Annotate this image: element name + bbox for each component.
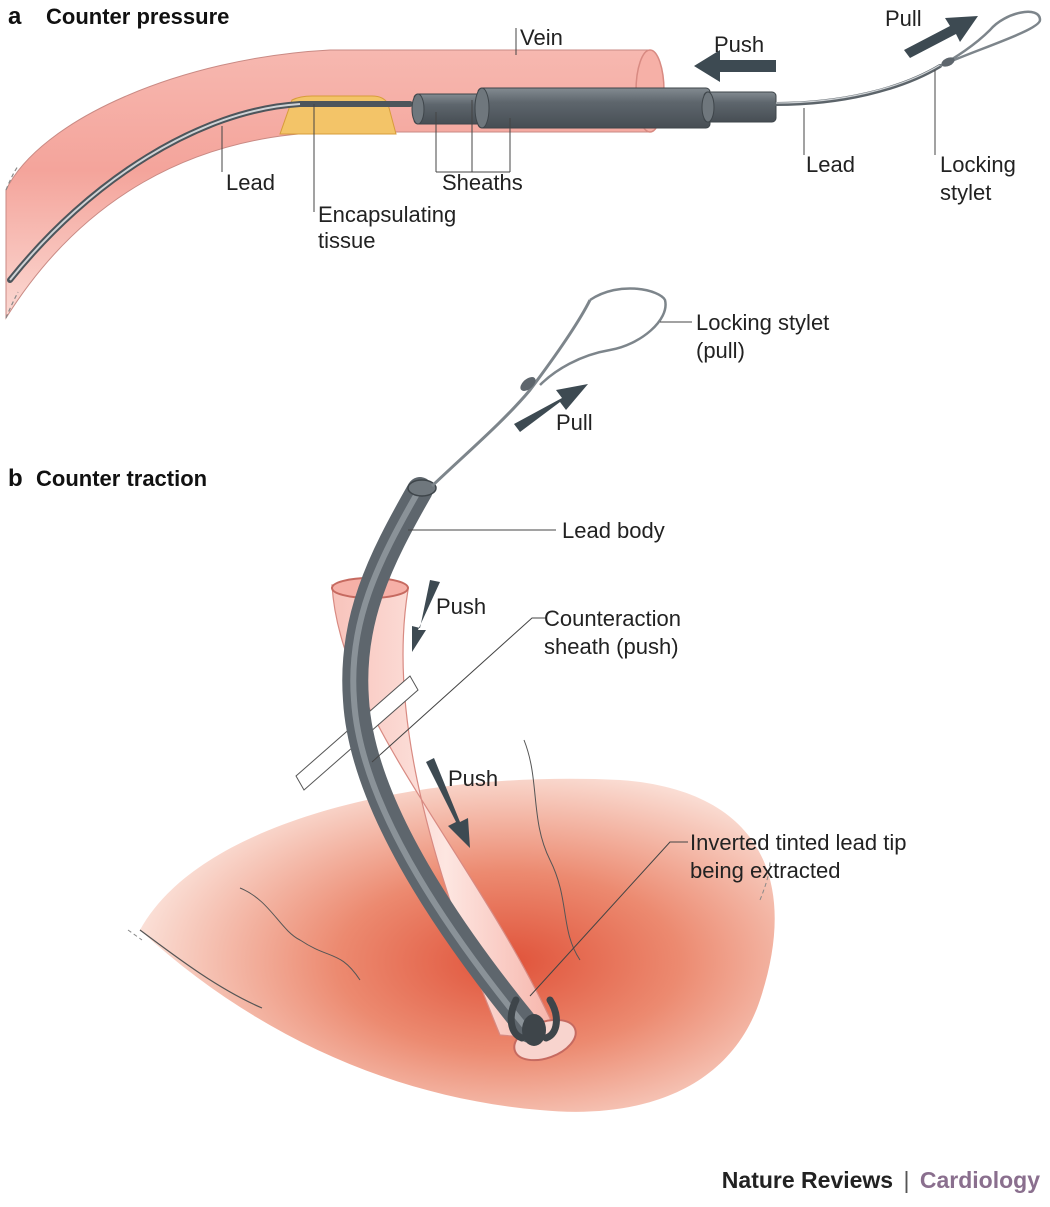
push-arrow-lower [426, 758, 470, 848]
tissue-label: tissue [318, 228, 375, 253]
stylet-label: stylet [940, 180, 991, 205]
lead-label-right: Lead [806, 152, 855, 177]
pull-arrow-panel-a [904, 16, 978, 58]
panel-a-title: Counter pressure [46, 4, 229, 29]
lead-label-left: Lead [226, 170, 275, 195]
push-label-upper: Push [436, 594, 486, 619]
lead-tip [507, 996, 560, 1042]
pull-label-panel-b: Pull [556, 410, 593, 435]
locking-stylet-panel-b [539, 287, 667, 386]
lead-tip-label: Inverted tinted lead tip [690, 830, 906, 855]
locking-stylet-panel-a [939, 10, 1042, 68]
lead-tip-label-2: being extracted [690, 858, 840, 883]
counteraction-label: Counteraction [544, 606, 681, 631]
journal-section: Cardiology [919, 1167, 1040, 1193]
pull-arrow-panel-b [514, 384, 588, 432]
pull-label-panel-a: Pull [885, 6, 922, 31]
locking-label: Locking [940, 152, 1016, 177]
vein-label: Vein [520, 25, 563, 50]
push-arrow-panel-a [694, 50, 776, 82]
push-label-panel-a: Push [714, 32, 764, 57]
outer-sheath [477, 87, 711, 129]
journal-credit: Nature Reviews | Cardiology [722, 1167, 1040, 1194]
panel-b-letter: b [8, 465, 23, 492]
lead-body-label: Lead body [562, 518, 665, 543]
panel-b-title: Counter traction [36, 466, 207, 491]
panel-a-letter: a [8, 3, 22, 30]
sheaths-label: Sheaths [442, 170, 523, 195]
sheath-push-label: sheath (push) [544, 634, 679, 659]
locking-stylet-label: Locking stylet [696, 310, 829, 335]
journal-name: Nature Reviews [721, 1167, 894, 1193]
push-label-lower: Push [448, 766, 498, 791]
encapsulating-label: Encapsulating [318, 202, 456, 227]
push-arrow-upper [412, 580, 440, 652]
locking-stylet-pull-label: (pull) [696, 338, 745, 363]
credit-separator: | [903, 1167, 910, 1193]
